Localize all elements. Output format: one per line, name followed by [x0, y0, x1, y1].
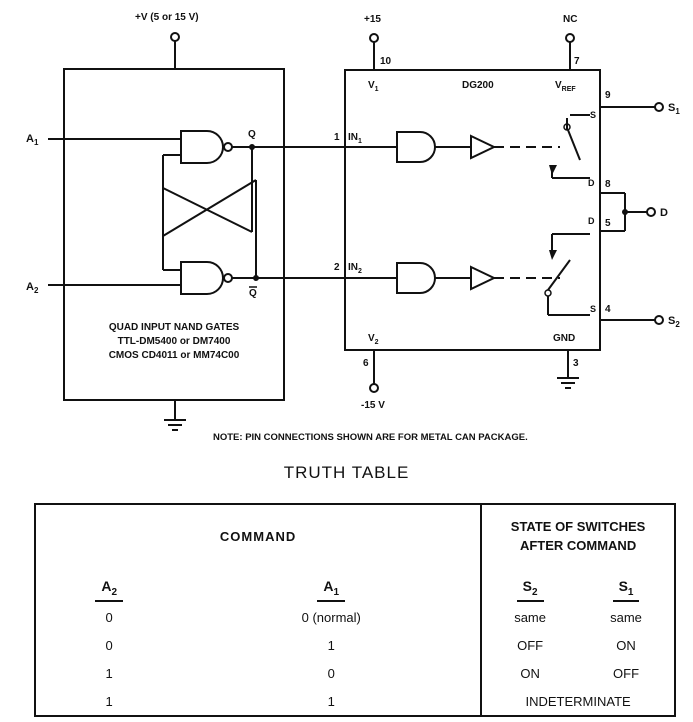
cell-state: INDETERMINATE — [480, 687, 675, 716]
cell-a2: 0 — [105, 609, 113, 625]
supply-neg-label: -15 V — [361, 400, 385, 411]
pin-2: 2 — [334, 262, 340, 273]
pin-7: 7 — [574, 56, 580, 67]
pin-3: 3 — [573, 358, 579, 369]
and-gate-1 — [396, 131, 436, 163]
switch-s-bottom: S — [590, 304, 596, 314]
table-row: 1 1 INDETERMINATE — [35, 687, 675, 716]
in1-label: IN1 — [348, 132, 362, 145]
buffer-2 — [470, 265, 497, 291]
cell-s1: ON — [616, 637, 636, 653]
switch-d-top: D — [588, 178, 595, 188]
package-desc-line2: TTL-DM5400 or DM7400 — [118, 336, 231, 347]
pin-9: 9 — [605, 90, 611, 101]
cell-a2: 1 — [105, 693, 113, 709]
input-a2-label: A2 — [26, 281, 39, 295]
cell-a1: 0 — [327, 665, 335, 681]
part-name: DG200 — [462, 80, 494, 91]
nand-gate-top — [180, 130, 224, 164]
truth-table-title: TRUTH TABLE — [283, 463, 410, 482]
col-s2: S2 — [480, 567, 579, 603]
cell-a2: 1 — [105, 665, 113, 681]
switch-s-top: S — [590, 110, 596, 120]
cell-a1: 0 (normal) — [301, 609, 361, 625]
pin-10: 10 — [380, 56, 392, 67]
pin-5: 5 — [605, 218, 611, 229]
header-state: STATE OF SWITCHES AFTER COMMAND — [481, 504, 675, 567]
package-desc-line3: CMOS CD4011 or MM74C00 — [109, 350, 240, 361]
dg200-package — [344, 69, 601, 351]
switch-d-bottom: D — [588, 216, 595, 226]
output-s1-terminal — [654, 102, 664, 112]
cell-s1: OFF — [613, 665, 640, 681]
in2-label: IN2 — [348, 262, 362, 275]
supply-pos-label: +15 — [364, 14, 381, 25]
nand-gate-bottom — [180, 261, 224, 295]
supply-label-left: +V (5 or 15 V) — [135, 12, 199, 23]
supply-terminal-left — [170, 32, 180, 42]
pin-1: 1 — [334, 132, 340, 143]
gnd-label: GND — [553, 333, 575, 344]
switch-2 — [544, 233, 590, 316]
v1-label: V1 — [368, 80, 379, 93]
package-desc-line1: QUAD INPUT NAND GATES — [109, 322, 240, 333]
output-d-terminal — [646, 207, 656, 217]
cell-a1: 1 — [327, 637, 335, 653]
col-a2: A2 — [35, 567, 182, 603]
cell-s1: same — [610, 609, 642, 625]
pin-4: 4 — [605, 304, 611, 315]
col-s1: S1 — [578, 567, 675, 603]
pin-6: 6 — [363, 358, 369, 369]
cell-s2: ON — [480, 659, 579, 687]
q-label: Q — [248, 129, 256, 140]
header-state-line1: STATE OF SWITCHES — [510, 519, 646, 534]
circuit-diagram: +V (5 or 15 V) A1 A2 Q Q QUAD INPUT NAND… — [26, 12, 680, 443]
cell-a2: 0 — [105, 637, 113, 653]
cell-s2: same — [480, 603, 579, 631]
pin-8: 8 — [605, 179, 611, 190]
output-s2-terminal — [654, 315, 664, 325]
output-d-label: D — [660, 207, 668, 219]
pin-note: NOTE: PIN CONNECTIONS SHOWN ARE FOR META… — [213, 432, 528, 443]
input-a1-label: A1 — [26, 133, 39, 147]
output-s1-label: S1 — [668, 102, 680, 116]
qbar-label: Q — [249, 288, 257, 299]
truth-table: COMMAND STATE OF SWITCHES AFTER COMMAND … — [34, 503, 676, 717]
table-row: 0 1 OFF ON — [35, 631, 675, 659]
nc-terminal — [565, 33, 575, 43]
supply-neg-terminal — [369, 383, 379, 393]
buffer-1 — [470, 134, 497, 160]
ground-symbol-left — [164, 400, 186, 431]
v2-label: V2 — [368, 333, 379, 346]
output-s2-label: S2 — [668, 315, 680, 329]
ground-symbol-right — [557, 350, 579, 389]
header-command: COMMAND — [35, 504, 483, 567]
supply-pos-terminal — [369, 33, 379, 43]
cell-s2: OFF — [480, 631, 579, 659]
col-a1: A1 — [182, 567, 481, 603]
table-row: 0 0 (normal) same same — [35, 603, 675, 631]
cell-a1: 1 — [327, 693, 335, 709]
switch-1 — [549, 114, 590, 179]
and-gate-2 — [396, 262, 436, 294]
header-state-line2: AFTER COMMAND — [519, 538, 637, 553]
nc-label: NC — [563, 14, 577, 25]
vref-label: VREF — [555, 80, 576, 93]
table-row: 1 0 ON OFF — [35, 659, 675, 687]
